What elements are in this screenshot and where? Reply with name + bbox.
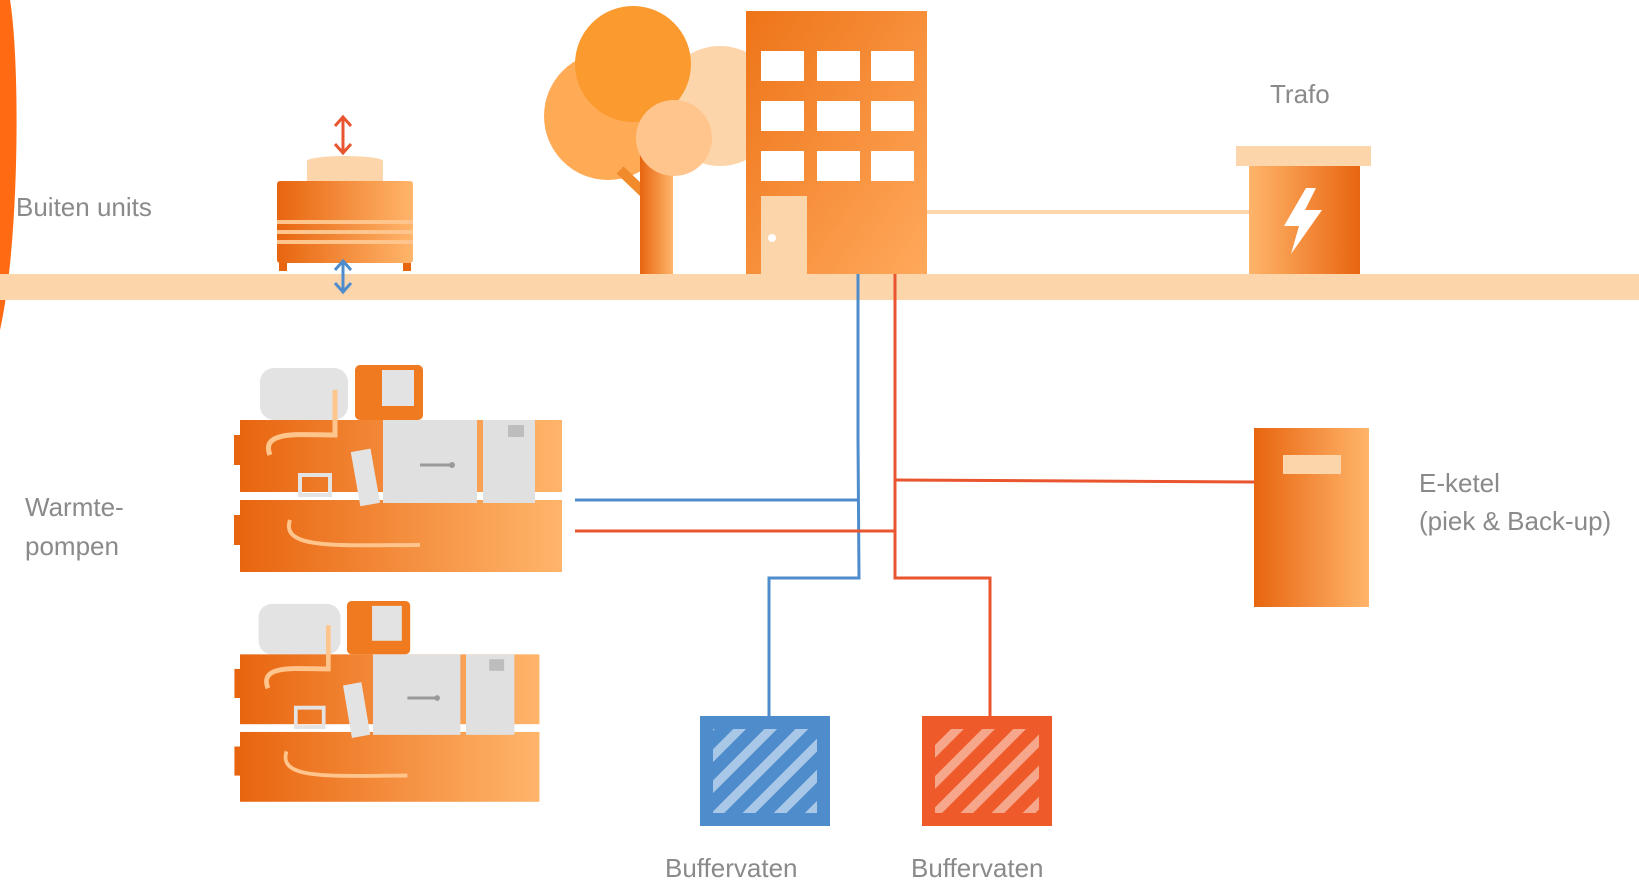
- power-line: [927, 210, 1249, 214]
- buffer-tank-cold-label: Buffervaten: [665, 853, 798, 882]
- ground-line: [0, 274, 1639, 300]
- heat-pumps-label-line2: pompen: [25, 531, 119, 561]
- transformer-icon: [1236, 146, 1371, 274]
- heat-pump-icon: [234, 601, 540, 802]
- tree-icon: [544, 6, 780, 274]
- electric-boiler-icon: [1254, 428, 1369, 607]
- outdoor-units-label: Buiten units: [16, 192, 152, 222]
- lightning-icon: [1284, 188, 1322, 254]
- e-boiler-label-line1: E-ketel: [1419, 468, 1500, 498]
- outdoor-unit-icon: [277, 114, 413, 295]
- building-icon: [746, 11, 927, 274]
- pipe-network: [575, 274, 1255, 716]
- left-accent-arc: [0, 0, 17, 330]
- heat-pumps-label-line1: Warmte-: [25, 492, 124, 522]
- heat-pump-icon: [234, 365, 562, 572]
- buffer-tank-icon: [922, 716, 1052, 826]
- transformer-label: Trafo: [1270, 79, 1330, 109]
- buffer-tank-hot-label: Buffervaten: [911, 853, 1044, 882]
- buffer-tank-icon: [700, 716, 830, 826]
- e-boiler-label-line2: (piek & Back-up): [1419, 506, 1611, 536]
